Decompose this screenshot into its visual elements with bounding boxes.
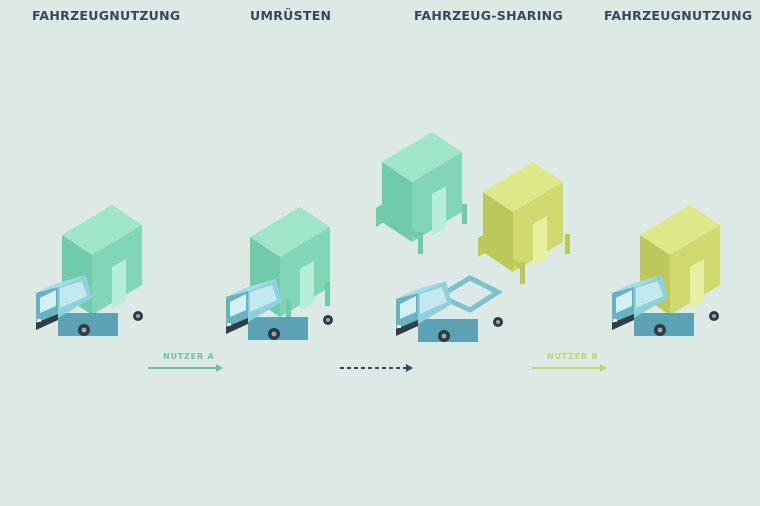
arrow-user-b <box>532 364 607 372</box>
truck-yellow-box <box>612 205 720 336</box>
green-box-on-stand <box>376 132 467 254</box>
stage-label-vehicle-sharing: FAHRZEUG-SHARING <box>414 8 564 23</box>
user-a-label: NUTZER A <box>163 352 215 361</box>
truck-convert-with-stand <box>226 207 333 340</box>
user-b-label: NUTZER B <box>547 352 599 361</box>
stage-label-vehicle-use-1: FAHRZEUGNUTZUNG <box>32 8 181 23</box>
arrow-dashed <box>340 364 413 372</box>
stage-label-convert: UMRÜSTEN <box>250 8 332 23</box>
truck-green-box-1 <box>36 205 143 336</box>
flatbed-truck <box>396 275 504 342</box>
stage-label-vehicle-use-2: FAHRZEUGNUTZUNG <box>604 8 753 23</box>
arrow-user-a <box>148 364 223 372</box>
yellow-box-on-stand <box>478 162 570 284</box>
